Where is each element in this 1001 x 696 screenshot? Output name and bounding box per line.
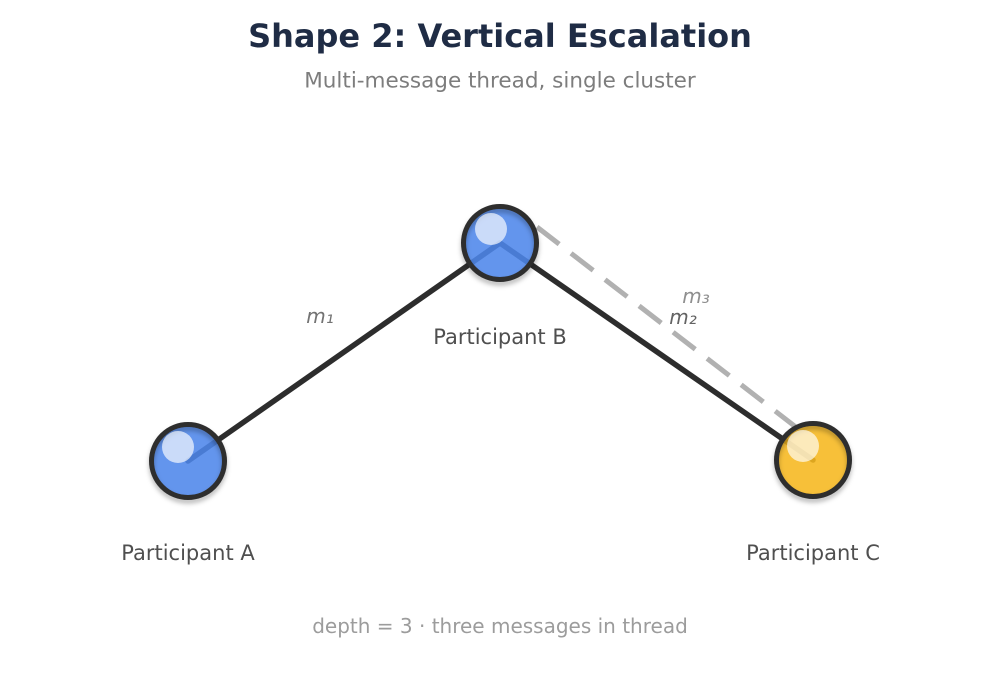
node-participant-a: [149, 422, 227, 500]
edge-label-m2: m₂: [669, 305, 697, 329]
page-subtitle: Multi-message thread, single cluster: [304, 69, 696, 94]
node-label-participant-a: Participant A: [121, 541, 255, 565]
node-label-participant-c: Participant C: [746, 541, 880, 565]
node-participant-b: [461, 204, 539, 282]
edge-label-m3: m₃: [682, 284, 710, 308]
edge-m2-line: [497, 240, 816, 463]
node-a-highlight: [162, 431, 194, 463]
node-c-ring: [774, 421, 852, 499]
edge-label-m1: m₁: [306, 304, 334, 328]
edge-m3-dashed-line: [535, 225, 803, 433]
footer-caption: depth = 3 · three messages in thread: [312, 614, 688, 638]
page-title: Shape 2: Vertical Escalation: [248, 17, 752, 55]
edge-m1-line: [185, 240, 503, 464]
node-b-highlight: [475, 213, 507, 245]
node-label-participant-b: Participant B: [433, 325, 567, 349]
node-c-highlight: [787, 430, 819, 462]
node-a-ring: [149, 422, 227, 500]
node-b-ring: [461, 204, 539, 282]
node-participant-c: [774, 421, 852, 499]
